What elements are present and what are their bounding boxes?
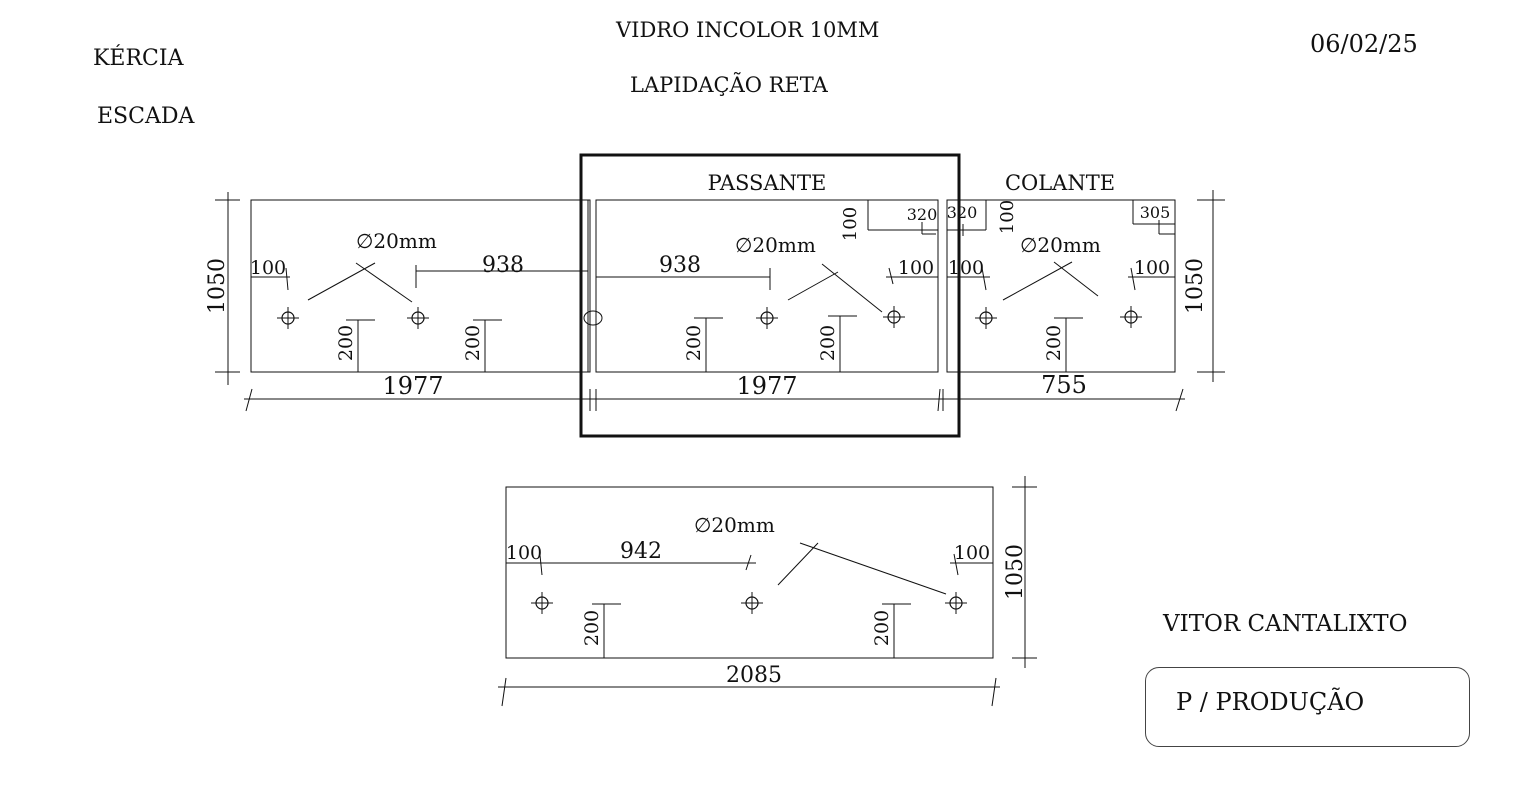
responsible-name: VITOR CANTALIXTO xyxy=(1163,611,1408,637)
p3-hole-label: ∅20mm xyxy=(1020,233,1101,257)
hole-p3-a xyxy=(974,306,998,330)
p1-edge-offset-label: 100 xyxy=(250,257,286,279)
p2-spacing-label: 938 xyxy=(659,253,701,278)
panel-4-outline xyxy=(505,486,994,659)
hole-p1-a xyxy=(276,306,300,330)
passante-highlight-frame xyxy=(579,153,961,438)
material-spec: VIDRO INCOLOR 10MM xyxy=(616,18,880,42)
production-stamp-label: P / PRODUÇÃO xyxy=(1176,688,1365,716)
hole-p4-c xyxy=(944,591,968,615)
p1-height-label: 1050 xyxy=(205,258,230,314)
p2-notch-width-label: 320 xyxy=(907,205,938,224)
production-stamp: P / PRODUÇÃO xyxy=(1145,667,1470,747)
p4-hole-height-b: 200 xyxy=(871,610,893,646)
p3-notch-depth-label: 100 xyxy=(997,200,1018,234)
p3-hole-height: 200 xyxy=(1043,325,1065,361)
order-date: 06/02/25 xyxy=(1310,30,1418,58)
panel-3 xyxy=(945,190,1225,412)
p3-type-label: COLANTE xyxy=(1005,171,1115,195)
p2-width-label: 1977 xyxy=(736,372,797,400)
panel-3-outline xyxy=(946,199,1176,373)
hole-p3-b xyxy=(1119,305,1143,329)
panel-2-outline xyxy=(595,199,939,373)
p3-width-label: 755 xyxy=(1041,371,1087,399)
p4-edge-offset-left: 100 xyxy=(506,542,542,564)
p2-hole-height-a: 200 xyxy=(683,325,705,361)
p4-hole-label: ∅20mm xyxy=(694,513,775,537)
panel-2 xyxy=(583,199,945,412)
p4-spacing-label: 942 xyxy=(620,539,662,564)
p2-type-label: PASSANTE xyxy=(708,171,827,195)
p4-width-label: 2085 xyxy=(726,663,782,688)
hole-p4-b xyxy=(740,591,764,615)
panel-1 xyxy=(215,192,595,412)
p3-notch-width-left: 320 xyxy=(947,203,978,222)
p4-edge-offset-right: 100 xyxy=(954,542,990,564)
p1-hole-height-a: 200 xyxy=(335,325,357,361)
hole-p2-b xyxy=(882,305,906,329)
p4-height-label: 1050 xyxy=(1003,544,1028,600)
panel-4 xyxy=(498,476,1037,707)
hole-p4-a xyxy=(530,591,554,615)
p1-width-label: 1977 xyxy=(382,372,443,400)
p3-height-label: 1050 xyxy=(1183,258,1208,314)
p1-spacing-label: 938 xyxy=(482,253,524,278)
panel-1-outline xyxy=(250,199,591,373)
location-name: ESCADA xyxy=(97,104,195,129)
p2-edge-offset-label: 100 xyxy=(898,257,934,279)
p2-notch-depth-label: 100 xyxy=(840,207,861,241)
p4-hole-height-a: 200 xyxy=(581,610,603,646)
p2-hole-label: ∅20mm xyxy=(735,233,816,257)
p1-hole-label: ∅20mm xyxy=(356,229,437,253)
client-name: KÉRCIA xyxy=(93,46,184,71)
hole-p2-a xyxy=(755,306,779,330)
p1-hole-height-b: 200 xyxy=(462,325,484,361)
p3-edge-offset-right: 100 xyxy=(1134,257,1170,279)
finish-spec: LAPIDAÇÃO RETA xyxy=(630,73,828,97)
p3-notch-width-right: 305 xyxy=(1140,203,1171,222)
p2-hole-height-b: 200 xyxy=(817,325,839,361)
hole-p1-b xyxy=(406,306,430,330)
p3-edge-offset-left: 100 xyxy=(948,257,984,279)
